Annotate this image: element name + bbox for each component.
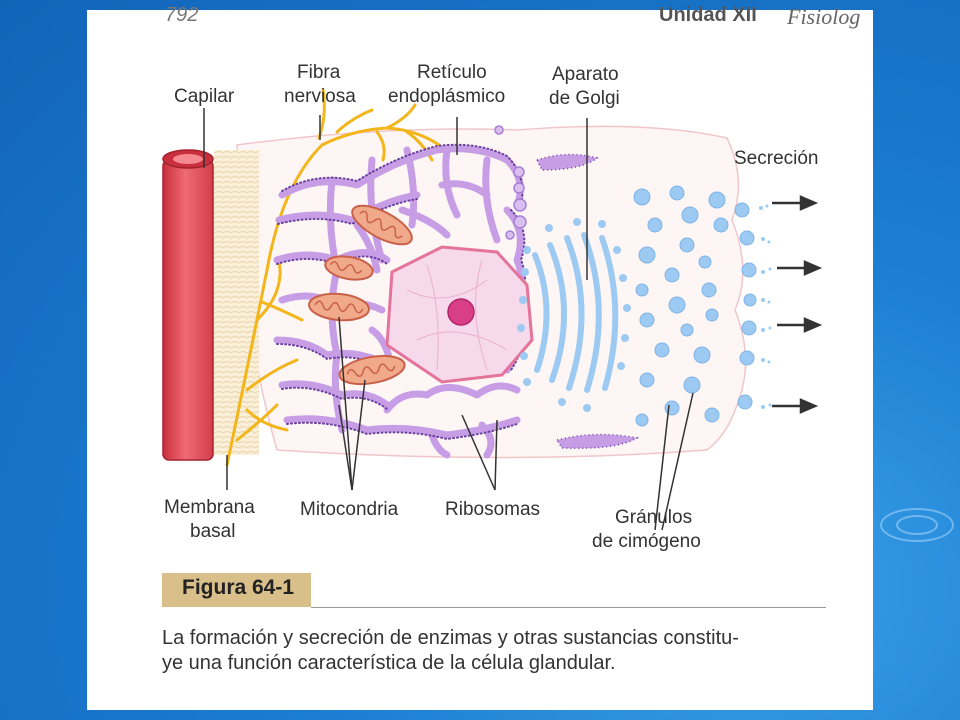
secretion-particles — [759, 204, 772, 409]
label-fibra-2: nerviosa — [284, 86, 356, 107]
caption-line-2: ye una función característica de la célu… — [162, 652, 616, 674]
label-capilar: Capilar — [174, 86, 235, 107]
transport-vesicles — [494, 125, 527, 240]
secretion-arrows — [772, 195, 823, 414]
nucleus — [385, 245, 534, 384]
golgi-apparatus — [532, 232, 619, 393]
label-secrecion: Secreción — [734, 148, 819, 169]
label-golgi-2: de Golgi — [549, 88, 620, 109]
section-header: Fisiolog — [787, 4, 861, 29]
label-membrana-2: basal — [190, 521, 235, 542]
page-number: 792 — [165, 4, 199, 26]
basal-membrane — [214, 150, 259, 455]
figure-label: Figura 64-1 — [182, 576, 295, 599]
label-reticulo-2: endoplásmico — [388, 86, 505, 107]
leader-lines — [203, 108, 694, 531]
ripple-decoration — [880, 508, 954, 542]
er-fragment — [535, 153, 599, 171]
label-membrana-1: Membrana — [164, 497, 255, 518]
label-ribosomas: Ribosomas — [445, 499, 540, 520]
mitochondria — [308, 204, 413, 386]
golgi-vesicles — [517, 218, 631, 412]
textbook-page: 792 Unidad XII Fisiolog — [87, 4, 873, 710]
label-golgi-1: Aparato — [552, 64, 619, 85]
zymogen-granules — [633, 185, 757, 427]
nucleolus — [447, 298, 475, 326]
label-granulos-2: de cimógeno — [592, 531, 701, 552]
figure-divider — [311, 607, 826, 608]
figure-caption: La formación y secreción de enzimas y ot… — [162, 626, 852, 676]
figure-label-box — [162, 573, 311, 607]
unit-header: Unidad XII — [659, 4, 757, 26]
label-mitocondria: Mitocondria — [300, 499, 399, 520]
glandular-cell-diagram: Capilar Fibra nerviosa Retículo endoplás… — [162, 62, 823, 552]
label-granulos-1: Gránulos — [615, 507, 692, 528]
capillary — [162, 159, 214, 461]
label-fibra-1: Fibra — [297, 62, 341, 83]
er-fragment — [555, 433, 640, 450]
label-reticulo-1: Retículo — [417, 62, 487, 83]
ripple-decoration — [896, 515, 938, 535]
caption-line-1: La formación y secreción de enzimas y ot… — [162, 627, 739, 649]
